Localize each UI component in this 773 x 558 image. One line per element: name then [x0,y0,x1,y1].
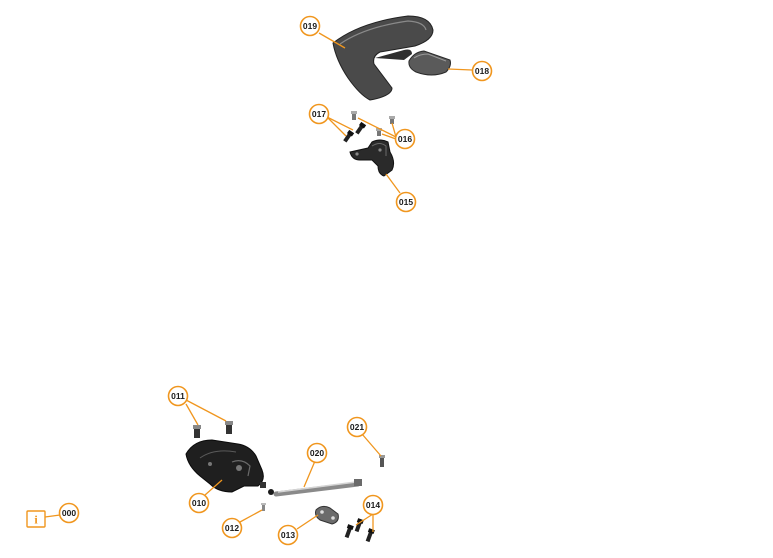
callout-016-label: 016 [398,134,412,144]
callout-014[interactable]: 014 [362,494,384,516]
callout-021-label: 021 [350,422,364,432]
callout-017-label: 017 [312,109,326,119]
callout-020[interactable]: 020 [306,442,328,464]
callout-015[interactable]: 015 [395,191,417,213]
info-icon[interactable]: i [26,510,46,528]
callout-015-label: 015 [399,197,413,207]
callout-018[interactable]: 018 [471,60,493,82]
part-010-hinge-base [185,439,274,495]
callout-017[interactable]: 017 [308,103,330,125]
part-015-bracket [349,139,395,177]
callout-016[interactable]: 016 [394,128,416,150]
callout-014-label: 014 [366,500,380,510]
callout-013-label: 013 [281,530,295,540]
callout-000-label: 000 [62,508,76,518]
callout-000[interactable]: 000 [58,502,80,524]
svg-text:i: i [34,513,38,527]
part-014-bolts [344,518,375,543]
callout-010-label: 010 [192,498,206,508]
part-013-plate [315,505,339,525]
part-011-bolts [193,421,233,438]
leader-lines [44,32,473,532]
callout-010[interactable]: 010 [188,492,210,514]
callout-013[interactable]: 013 [277,524,299,546]
callout-011-label: 011 [171,391,185,401]
part-016-017-screws [343,111,395,143]
part-021-pin [379,455,385,467]
part-020-strut [273,479,362,497]
part-018-plate [408,50,451,76]
callout-012-label: 012 [225,523,239,533]
callout-012[interactable]: 012 [221,517,243,539]
callout-019[interactable]: 019 [299,15,321,37]
callout-011[interactable]: 011 [167,385,189,407]
callout-021[interactable]: 021 [346,416,368,438]
callout-019-label: 019 [303,21,317,31]
callout-020-label: 020 [310,448,324,458]
part-012-screw [261,503,266,511]
callout-018-label: 018 [475,66,489,76]
part-019-cover-panel [332,15,434,101]
